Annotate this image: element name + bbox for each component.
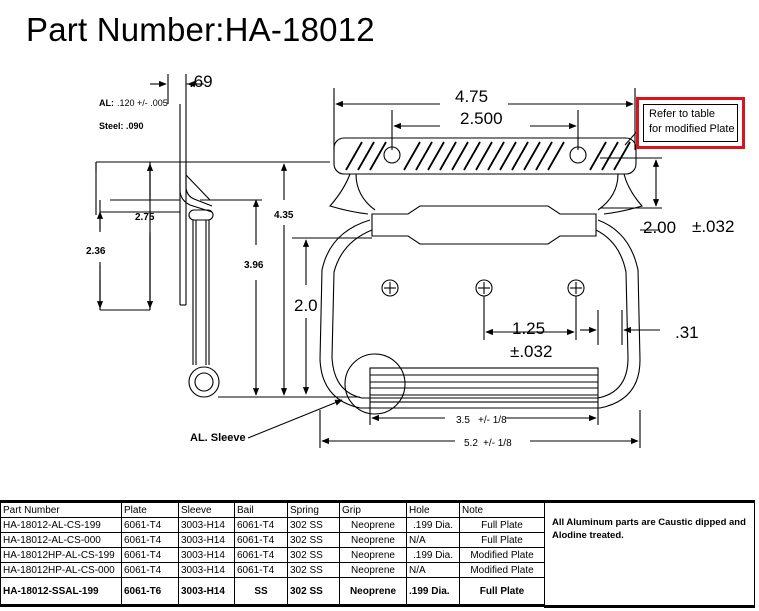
- cell-part-number: HA-18012HP-AL-CS-199: [0, 547, 122, 563]
- cell-bail: 6061-T4: [234, 562, 288, 578]
- cell-hole: N/A: [406, 562, 460, 578]
- cell-bail: 6061-T4: [234, 532, 288, 548]
- cell-grip: Neoprene: [339, 517, 407, 533]
- cell-sleeve: 3003-H14: [178, 577, 235, 607]
- dim-1-25: 1.25: [512, 319, 545, 338]
- technical-drawing: .69 AL: .120 +/- .005 Steel: .090 2.75 2…: [86, 72, 734, 449]
- cell-spring: 302 SS: [287, 562, 340, 578]
- table-row: HA-18012-SSAL-199 6061-T6 3003-H14 SS 30…: [0, 577, 545, 607]
- table-row: HA-18012-AL-CS-000 6061-T4 3003-H14 6061…: [0, 532, 545, 548]
- callout-line-2: for modified Plate: [649, 123, 735, 135]
- cell-grip: Neoprene: [339, 577, 407, 607]
- header-note: Note: [459, 500, 545, 518]
- cell-note: Full Plate: [459, 577, 545, 607]
- dim-2-500: 2.500: [460, 109, 503, 128]
- dim-1-25-tol: ±.032: [510, 342, 552, 361]
- cell-part-number: HA-18012-AL-CS-199: [0, 517, 122, 533]
- dim-plate-thickness: .69: [189, 72, 213, 91]
- cell-plate: 6061-T6: [121, 577, 179, 607]
- cell-hole: .199 Dia.: [406, 577, 460, 607]
- header-bail: Bail: [234, 500, 288, 518]
- cell-plate: 6061-T4: [121, 562, 179, 578]
- cell-spring: 302 SS: [287, 532, 340, 548]
- parts-table: Part Number Plate Sleeve Bail Spring Gri…: [0, 500, 545, 607]
- cell-grip: Neoprene: [339, 547, 407, 563]
- dim-3-5-tol: +/- 1/8: [478, 415, 507, 426]
- dim-2-00-tol: ±.032: [692, 217, 734, 236]
- page-title: Part Number:HA-18012: [26, 11, 375, 48]
- cell-plate: 6061-T4: [121, 547, 179, 563]
- cell-part-number: HA-18012-AL-CS-000: [0, 532, 122, 548]
- header-part-number: Part Number: [0, 500, 122, 518]
- dimension-labels: .69 AL: .120 +/- .005 Steel: .090 2.75 2…: [86, 72, 734, 449]
- callout-line-1: Refer to table: [649, 108, 716, 120]
- cell-note: Modified Plate: [459, 547, 545, 563]
- side-view: [95, 74, 330, 398]
- table-row: HA-18012HP-AL-CS-000 6061-T4 3003-H14 60…: [0, 562, 545, 578]
- al-sleeve-label: AL. Sleeve: [190, 432, 246, 444]
- header-plate: Plate: [121, 500, 179, 518]
- cell-plate: 6061-T4: [121, 532, 179, 548]
- dim-4-35: 4.35: [274, 210, 294, 221]
- dim-5-2-tol: +/- 1/8: [483, 438, 512, 449]
- cell-sleeve: 3003-H14: [178, 547, 235, 563]
- cell-note: Full Plate: [459, 517, 545, 533]
- front-view: [247, 88, 662, 448]
- cell-note: Modified Plate: [459, 562, 545, 578]
- cell-sleeve: 3003-H14: [178, 517, 235, 533]
- header-grip: Grip: [339, 500, 407, 518]
- dim-2-00: 2.00: [643, 218, 676, 237]
- dim-2-36: 2.36: [86, 246, 106, 257]
- dim-0-31: .31: [675, 323, 699, 342]
- cell-note: Full Plate: [459, 532, 545, 548]
- table-row: HA-18012HP-AL-CS-199 6061-T4 3003-H14 60…: [0, 547, 545, 563]
- cell-hole: .199 Dia.: [406, 547, 460, 563]
- cell-grip: Neoprene: [339, 532, 407, 548]
- header-sleeve: Sleeve: [178, 500, 235, 518]
- dim-steel: Steel: .090: [99, 121, 144, 131]
- cell-bail: 6061-T4: [234, 517, 288, 533]
- cell-part-number: HA-18012-SSAL-199: [0, 577, 122, 607]
- dim-2-75: 2.75: [135, 212, 155, 223]
- cell-part-number: HA-18012HP-AL-CS-000: [0, 562, 122, 578]
- dim-5-2: 5.2: [464, 438, 478, 449]
- dim-3-5: 3.5: [456, 415, 470, 426]
- treatment-note: All Aluminum parts are Caustic dipped an…: [544, 500, 755, 608]
- header-hole: Hole: [406, 500, 460, 518]
- cell-spring: 302 SS: [287, 577, 340, 607]
- cell-sleeve: 3003-H14: [178, 532, 235, 548]
- modified-plate-callout: Refer to table for modified Plate: [636, 97, 745, 149]
- cell-sleeve: 3003-H14: [178, 562, 235, 578]
- table-row: HA-18012-AL-CS-199 6061-T4 3003-H14 6061…: [0, 517, 545, 533]
- cell-hole: N/A: [406, 532, 460, 548]
- cell-bail: SS: [234, 577, 288, 607]
- dim-al-value: .120 +/- .005: [117, 98, 168, 108]
- cell-hole: .199 Dia.: [406, 517, 460, 533]
- header-spring: Spring: [287, 500, 340, 518]
- dim-4-75: 4.75: [455, 87, 488, 106]
- cell-bail: 6061-T4: [234, 547, 288, 563]
- cell-grip: Neoprene: [339, 562, 407, 578]
- cell-spring: 302 SS: [287, 517, 340, 533]
- dim-2-0: 2.0: [294, 296, 318, 315]
- table-header-row: Part Number Plate Sleeve Bail Spring Gri…: [0, 500, 545, 518]
- cell-plate: 6061-T4: [121, 517, 179, 533]
- cell-spring: 302 SS: [287, 547, 340, 563]
- dim-3-96: 3.96: [244, 260, 264, 271]
- dim-al-label: AL:: [99, 98, 114, 108]
